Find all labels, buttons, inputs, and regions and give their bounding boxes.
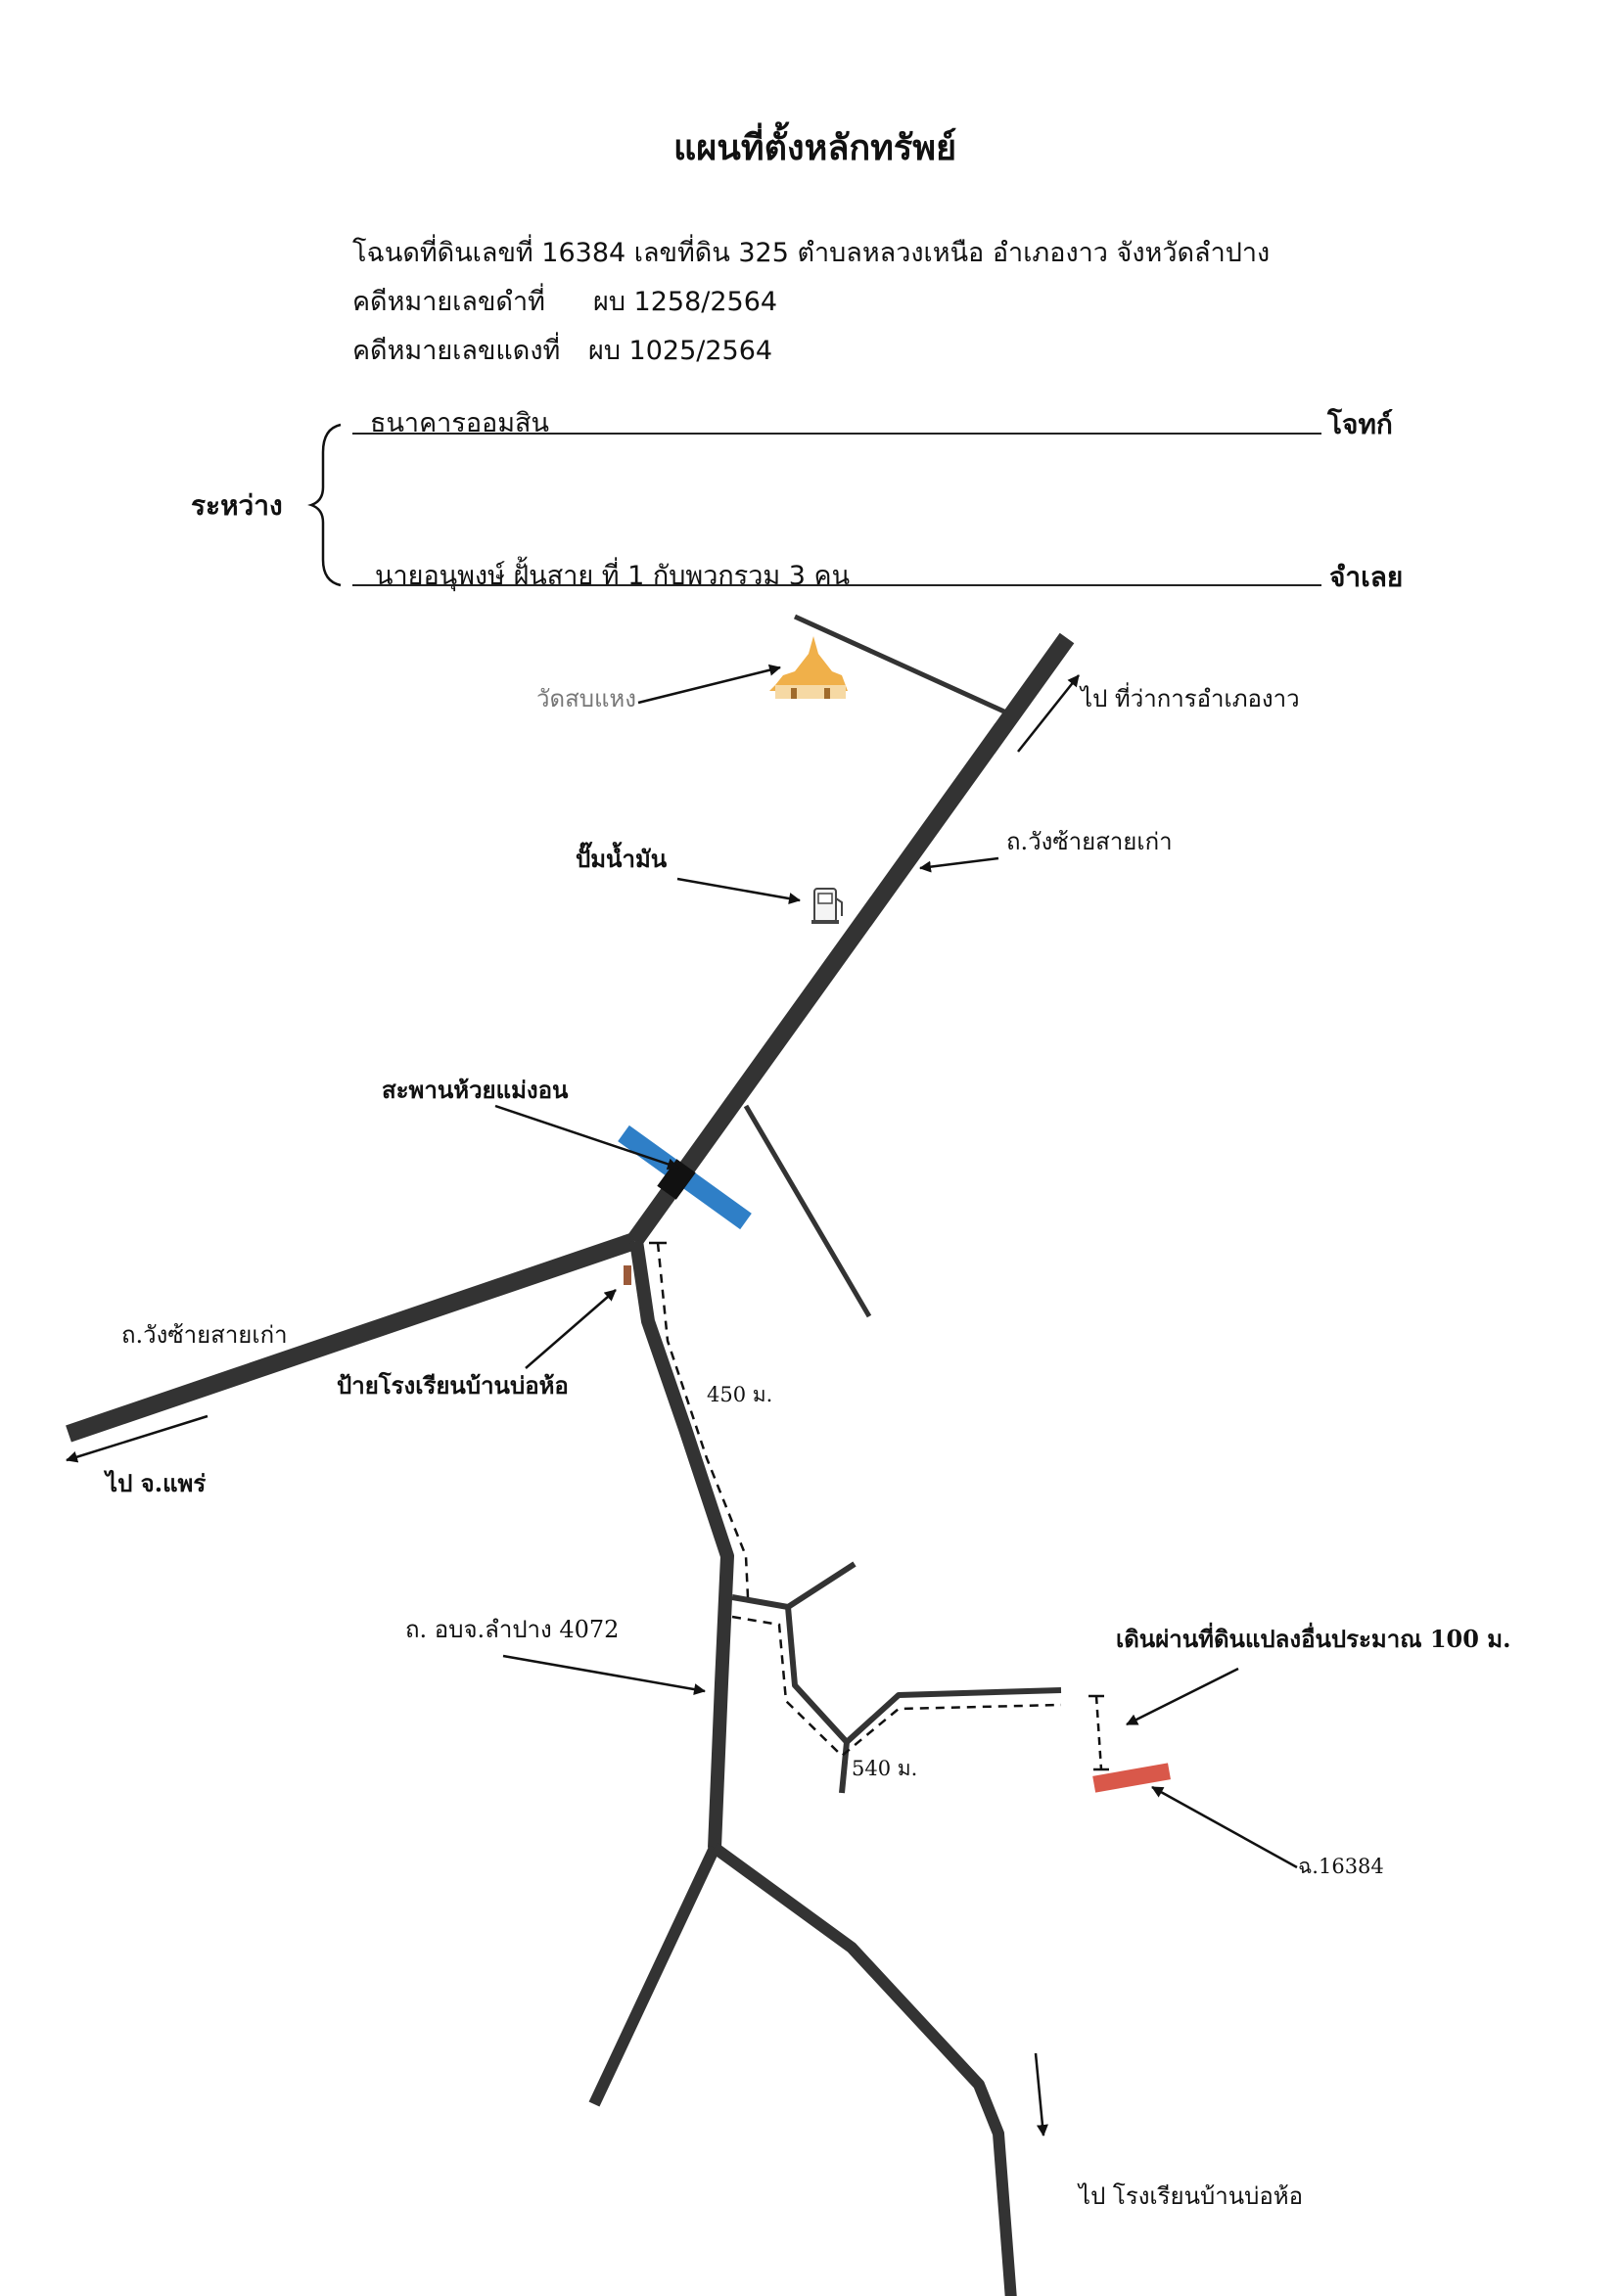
arrow-road-4072 [502, 1654, 706, 1696]
defendant-underline [352, 584, 1321, 586]
side-road-bridge [743, 1104, 872, 1318]
arrow-school-sign [525, 1289, 617, 1369]
road-4072-label: ถ. อบจ.ลำปาง 4072 [405, 1616, 619, 1643]
arrow-to-district [1017, 674, 1080, 753]
gas-station-label: ปั๊มน้ำมัน [576, 841, 668, 873]
temple-icon [769, 636, 848, 699]
to-school-label: ไป โรงเรียนบ้านบ่อห้อ [1077, 2182, 1303, 2210]
plaintiff-role: โจทก์ [1327, 408, 1393, 440]
arrow-to-phrae [66, 1414, 208, 1463]
arrow-to-school [1034, 2052, 1048, 2136]
walk-note-label: เดินผ่านที่ดินแปลงอื่นประมาณ 100 ม. [1116, 1622, 1510, 1653]
deed-plot-marker [1092, 1763, 1171, 1793]
arrow-deed-plot [1151, 1785, 1298, 1869]
road-wang-chai-main [626, 632, 1075, 1247]
branch-road-east [844, 1687, 1062, 1745]
between-brace [307, 423, 342, 587]
distance-450-label: 450 ม. [707, 1383, 772, 1406]
deed-plot-label: ฉ.16384 [1298, 1855, 1384, 1878]
arrow-gas-station [676, 877, 801, 905]
branch-road [731, 1594, 850, 1794]
route-walk-100m [1094, 1695, 1103, 1770]
side-road-temple [793, 614, 1008, 715]
black-case-number: ผบ 1258/2564 [593, 287, 778, 317]
road-fork-left [588, 1845, 720, 2107]
road-wang-chai-west [66, 1232, 637, 1443]
gas-pump-icon [811, 888, 843, 924]
route-540m [731, 1615, 1062, 1758]
road-fork-right [711, 1843, 1017, 2296]
defendant-role: จำเลย [1329, 561, 1404, 593]
deed-line: โฉนดที่ดินเลขที่ 16384 เลขที่ดิน 325 ตำบ… [352, 238, 1271, 268]
route-450m [656, 1242, 750, 1598]
black-case-label: คดีหมายเลขดำที่ [352, 287, 545, 317]
branch-spur [786, 1561, 857, 1610]
red-case-number: ผบ 1025/2564 [588, 336, 773, 366]
temple-label: วัดสบแหง [536, 685, 636, 712]
road-wang-chai-upper-label: ถ.วังซ้ายสายเก่า [1006, 828, 1173, 855]
school-sign-label: ป้ายโรงเรียนบ้านบ่อห้อ [337, 1371, 569, 1400]
arrow-bridge [494, 1104, 679, 1171]
road-wang-chai-left-label: ถ.วังซ้ายสายเก่า [121, 1321, 288, 1349]
to-phrae-label: ไป จ.แพร่ [103, 1469, 206, 1497]
to-district-label: ไป ที่ว่าการอำเภองาว [1079, 682, 1300, 712]
arrow-road-upper [919, 856, 999, 873]
arrow-temple [637, 664, 781, 705]
distance-540-label: 540 ม. [852, 1757, 917, 1780]
arrow-walk-note [1126, 1667, 1239, 1726]
between-label: ระหว่าง [191, 489, 283, 522]
road-4072 [629, 1239, 734, 1849]
bridge-deck [657, 1159, 696, 1200]
plaintiff-underline [352, 433, 1321, 435]
bridge-label: สะพานห้วยแม่งอน [382, 1076, 569, 1104]
school-sign-icon [624, 1265, 631, 1285]
page-title: แผนที่ตั้งหลักทรัพย์ [673, 127, 957, 168]
red-case-label: คดีหมายเลขแดงที่ [352, 336, 561, 366]
